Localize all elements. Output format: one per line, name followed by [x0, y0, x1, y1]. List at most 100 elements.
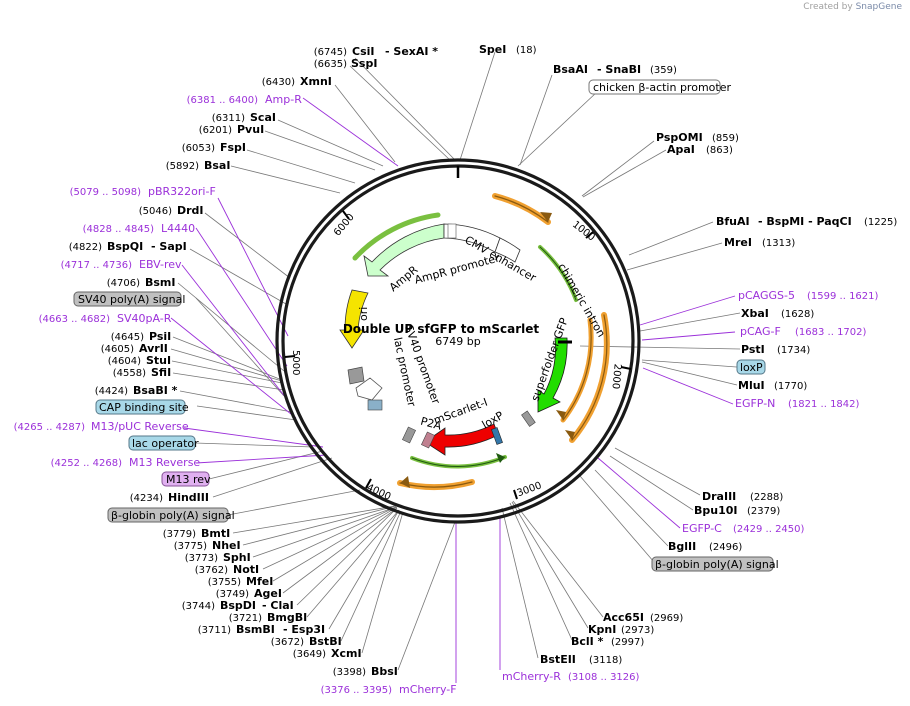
cmv-start-mark	[447, 223, 457, 239]
box-sv40poly	[73, 291, 182, 307]
primer-m13rev-name: M13 Reverse	[129, 456, 200, 469]
site-psp-name: PspOMI	[656, 131, 703, 144]
site-hindiii-name: HindIII	[168, 491, 209, 504]
primer-l4440-name: L4440	[161, 222, 195, 235]
small-feature-2	[521, 410, 536, 427]
tick-2000: 2000	[610, 363, 623, 389]
site-psti-name: PstI	[741, 343, 765, 356]
site-bpu10i-name: Bpu10I	[694, 504, 738, 517]
primer-connectors	[170, 97, 736, 683]
site-bsmi-name: BsmI	[145, 276, 176, 289]
box-lacop	[128, 435, 196, 451]
site-bsaai-name: BsaAI	[553, 63, 588, 76]
box-sv40poly-text: SV40 poly(A) signal	[78, 293, 185, 306]
primer-pcaggs-num: (1599 .. 1621)	[807, 291, 879, 302]
primer-mcherryf-num: (3376 .. 3395)	[321, 685, 393, 696]
site-mfei-name: MfeI	[246, 575, 273, 588]
plasmid-length: 6749 bp	[435, 335, 480, 348]
site-psii-num: (4645)	[111, 332, 144, 343]
site-xcmi-name: XcmI	[331, 647, 362, 660]
site-sspi-num: (6635)	[314, 59, 347, 70]
loxp-inner-feature	[491, 427, 503, 445]
site-bcli-num: (2997)	[611, 637, 644, 648]
tick-1000: 1000	[570, 219, 597, 243]
site-bstbi-name: BstBI	[309, 635, 342, 648]
site-psp-num: (859)	[712, 133, 739, 144]
primer-egfpn-num: (1821 .. 1842)	[788, 399, 860, 410]
snapgene-credit: Created by SnapGene	[803, 2, 902, 12]
site-bsaai-num: (359)	[650, 65, 677, 76]
box-bglobin2	[651, 556, 774, 572]
site-kpni-num: (2973)	[621, 625, 654, 636]
p2a-feature	[421, 431, 435, 449]
scale-ticks	[284, 210, 632, 500]
site-connectors	[170, 51, 751, 671]
site-bstbi-num: (3672)	[271, 637, 304, 648]
primer-m13puc-num: (4265 .. 4287)	[14, 422, 86, 433]
site-bspdi-suffix: - ClaI	[262, 599, 294, 612]
site-csii-num: (6745)	[314, 47, 347, 58]
site-drdi-name: DrdI	[177, 204, 204, 217]
site-bsmbi-num: (3711)	[198, 625, 231, 636]
site-draiii-num: (2288)	[750, 492, 783, 503]
site-bfuai-suffix: - BspMI - PaqCI	[758, 215, 852, 228]
box-m13rev	[161, 471, 210, 487]
primer-sv40pa-name: SV40pA-R	[117, 312, 172, 325]
site-xbai-name: XbaI	[741, 307, 769, 320]
site-bsteii-num: (3118)	[589, 655, 622, 666]
box-loxp	[736, 359, 766, 375]
site-fspi-name: FspI	[220, 141, 246, 154]
primer-ebv-name: EBV-rev	[139, 258, 182, 271]
primer-mcherryr-name: mCherry-R	[502, 670, 561, 683]
site-bfuai-name: BfuAI	[716, 215, 750, 228]
tick-5000: 5000	[290, 350, 301, 375]
site-sphi-num: (3773)	[185, 553, 218, 564]
site-sfii-num: (4558)	[113, 368, 146, 379]
site-mlui-name: MluI	[738, 379, 765, 392]
ampr-feature	[363, 223, 445, 277]
backbone-outer	[275, 158, 641, 524]
site-bmti-num: (3779)	[163, 529, 196, 540]
site-mrei-name: MreI	[724, 236, 752, 249]
site-bsai-name: BsaI	[204, 159, 230, 172]
site-scai-name: ScaI	[250, 111, 276, 124]
site-apai-name: ApaI	[667, 143, 695, 156]
site-bbsi-num: (3398)	[333, 667, 366, 678]
lac-promoter-arrow	[355, 377, 383, 401]
site-kpni-name: KpnI	[588, 623, 616, 636]
box-lacop-text: lac operator	[132, 437, 199, 450]
site-bcli-name: BclI *	[571, 635, 604, 648]
site-bspdi-num: (3744)	[182, 601, 215, 612]
arc-arrowheads	[400, 212, 575, 488]
site-bspqi-suffix: - SapI	[151, 240, 187, 253]
site-bglii-name: BglII	[668, 540, 696, 553]
site-apai-num: (863)	[706, 145, 733, 156]
box-cap-text: CAP binding site	[99, 401, 189, 414]
site-bmgbi-num: (3721)	[229, 613, 262, 624]
box-m13rev-text: M13 rev	[166, 473, 211, 486]
primer-sv40pa-num: (4663 .. 4682)	[39, 314, 111, 325]
site-avrii-num: (4605)	[101, 344, 134, 355]
site-mfei-num: (3755)	[208, 577, 241, 588]
snapgene-logo: SnapGene	[855, 2, 902, 12]
site-xcmi-num: (3649)	[293, 649, 326, 660]
box-chicken	[588, 79, 721, 95]
site-spei-num: (18)	[516, 45, 537, 56]
primer-ampr-num: (6381 .. 6400)	[187, 95, 259, 106]
primer-ampr-name: Amp-R	[265, 93, 302, 106]
lac-operator-mark	[367, 399, 383, 411]
site-bbsi-name: BbsI	[371, 665, 398, 678]
primer-l4440-num: (4828 .. 4845)	[83, 224, 155, 235]
site-csii-suffix: - SexAI *	[385, 45, 438, 58]
site-mrei-num: (1313)	[762, 238, 795, 249]
site-noti-name: NotI	[233, 563, 259, 576]
orange-feature-arcs	[352, 193, 610, 491]
site-bsabi-name: BsaBI *	[133, 384, 178, 397]
primer-pcaggs-name: pCAGGS-5	[738, 289, 795, 302]
site-agei-num: (3749)	[216, 589, 249, 600]
box-chicken-text: chicken β-actin promoter	[593, 81, 731, 94]
site-bsteii-name: BstEII	[540, 653, 576, 666]
site-bsmbi-name: BsmBI	[236, 623, 275, 636]
primer-mcherryf-name: mCherry-F	[399, 683, 457, 696]
